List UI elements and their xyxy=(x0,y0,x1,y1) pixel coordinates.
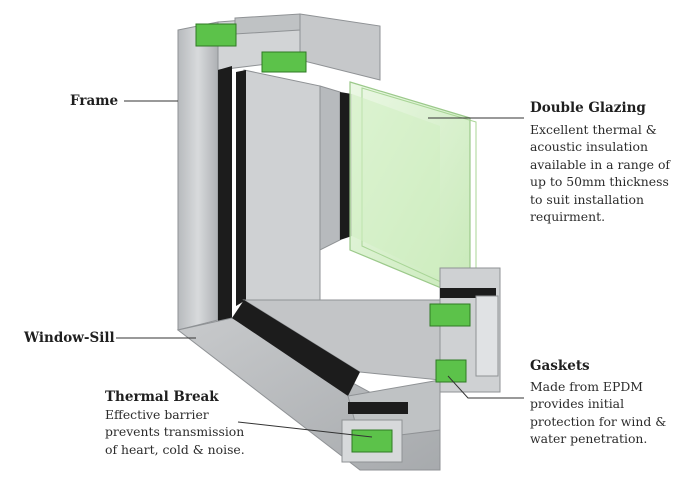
gaskets-label: Gaskets xyxy=(530,358,590,374)
double-glazing-label: Double Glazing xyxy=(530,100,646,116)
thermal-break-line-3: of heart, cold & noise. xyxy=(105,441,245,457)
double-glazing-description: Excellent thermal & acoustic insulation … xyxy=(530,121,670,225)
gaskets-line-2: provides initial xyxy=(530,396,625,412)
thermal-break-leader xyxy=(237,421,373,438)
thermal-break-description: Effective barrier prevents transmission … xyxy=(105,406,245,458)
gaskets-line-1: Made from EPDM xyxy=(530,379,643,394)
thermal-break-label: Thermal Break xyxy=(105,389,219,405)
window-sill-label: Window-Sill xyxy=(24,330,115,346)
double-glazing-line-4: up to 50mm thickness xyxy=(530,174,669,190)
sill-profile xyxy=(176,299,441,471)
sash-cross-section xyxy=(429,267,501,393)
frame-profile xyxy=(177,13,381,331)
thermal-break-line-1: Effective barrier xyxy=(105,407,209,422)
double-glazing-line-2: acoustic insulation xyxy=(530,139,648,155)
double-glazing-line-1: Excellent thermal & xyxy=(530,122,657,137)
double-glazing-line-6: requirment. xyxy=(530,209,606,225)
gaskets-description: Made from EPDM provides initial protecti… xyxy=(530,378,666,448)
gaskets-leader xyxy=(447,375,524,399)
frame-label: Frame xyxy=(70,93,119,109)
sash-profile xyxy=(236,69,352,306)
thermal-break-line-2: prevents transmission xyxy=(105,424,245,440)
gaskets-line-3: protection for wind & xyxy=(530,413,667,429)
double-glazing-line-5: to suit installation xyxy=(530,191,644,207)
double-glazing-line-3: available in a range of xyxy=(530,156,670,172)
leader-lines xyxy=(116,100,524,438)
gaskets-line-4: water penetration. xyxy=(530,431,648,447)
glass-panes xyxy=(349,81,477,301)
